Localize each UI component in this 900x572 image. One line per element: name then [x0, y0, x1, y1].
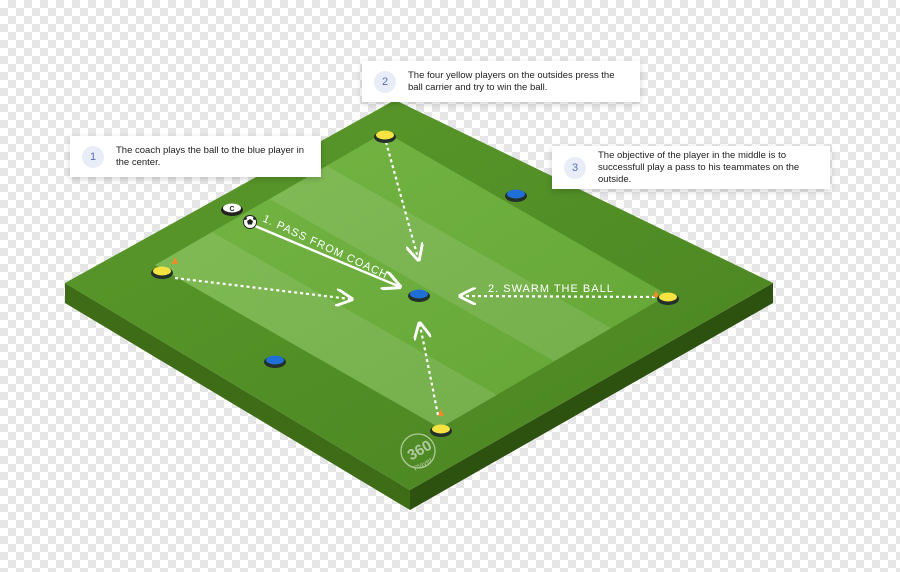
cones: [172, 257, 659, 416]
yellow-player-top: [374, 130, 396, 143]
blue-player-center: [408, 289, 430, 302]
yellow-players: [151, 130, 679, 437]
callout-step-2: 2 The four yellow players on the outside…: [362, 61, 640, 102]
blue-player-far: [505, 189, 527, 202]
cone: [438, 409, 444, 416]
arrow-top-to-center: [384, 141, 418, 258]
pitch-side-left: [65, 283, 410, 510]
cone: [172, 257, 178, 264]
soccer-ball-icon: [243, 215, 257, 229]
callout-text: The coach plays the ball to the blue pla…: [116, 144, 305, 168]
callout-number: 3: [564, 156, 586, 179]
yellow-player-bottom: [430, 424, 452, 437]
callout-text: The four yellow players on the outsides …: [408, 69, 615, 93]
callout-number: 1: [82, 145, 104, 168]
yellow-player-left: [151, 266, 173, 279]
coach-letter: C: [229, 206, 234, 213]
coach-marker: C: [221, 203, 243, 216]
blue-player-near: [264, 355, 286, 368]
drill-area: [155, 132, 668, 428]
callout-number: 2: [374, 70, 396, 93]
cone: [653, 290, 659, 297]
pass-arrow: [254, 224, 398, 286]
arrow-right-to-center: [462, 296, 656, 297]
callout-text: The objective of the player in the middl…: [598, 149, 800, 185]
pitch-side-right: [410, 283, 773, 510]
callout-step-1: 1 The coach plays the ball to the blue p…: [70, 136, 321, 177]
arrow-left-to-center: [174, 276, 350, 299]
yellow-player-right: [657, 292, 679, 305]
swarm-label: 2. SWARM THE BALL: [488, 283, 614, 295]
press-arrows: [174, 141, 656, 416]
blue-players: [264, 189, 527, 368]
callout-step-3: 3 The objective of the player in the mid…: [552, 146, 830, 189]
grass-stripes: [155, 166, 611, 428]
